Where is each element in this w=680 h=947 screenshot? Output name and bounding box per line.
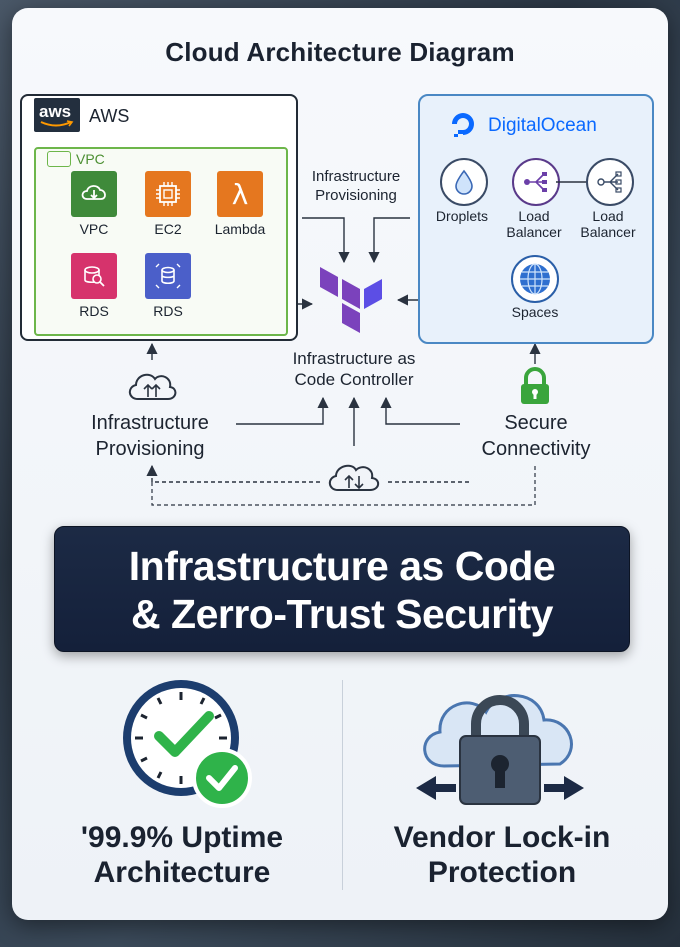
do-service-label-line: Balancer (580, 224, 636, 240)
headline-banner: Infrastructure as Code & Zerro-Trust Sec… (54, 526, 630, 652)
aws-service-label: RDS (79, 303, 109, 319)
uptime-line1: '99.9% Uptime (80, 821, 284, 854)
aws-service-label: Lambda (214, 221, 266, 237)
aws-logo-badge: aws (34, 98, 80, 132)
controller-label-line2: Code Controller (294, 370, 414, 389)
cloud-upload-icon (128, 373, 177, 400)
cloud-sync-icon (328, 464, 380, 491)
clock-check-icon (123, 680, 252, 808)
aws-service-label: EC2 (154, 221, 182, 237)
lockin-line2: Protection (427, 856, 577, 889)
secure-label-line2: Connectivity (481, 438, 591, 460)
provisioning-left-label-line2: Provisioning (95, 438, 205, 460)
lb-link-line (556, 181, 588, 183)
aws-rds-database-icon (145, 253, 191, 299)
arrow-secure-to-controller (380, 396, 460, 425)
arrow-provisioning-to-controller (302, 217, 350, 264)
load-balancer-icon (512, 158, 560, 206)
aws-service-label: VPC (79, 221, 109, 237)
arrow-droplets-to-controller (368, 217, 410, 264)
aws-lambda-service-icon: λ (217, 171, 263, 217)
vpc-cloud-icon (47, 151, 71, 167)
aws-logo-text: aws (39, 102, 72, 121)
aws-smile-icon (40, 120, 74, 127)
aws-vpc-service-icon (71, 171, 117, 217)
section-divider (342, 680, 343, 890)
cloud-lock-icon (416, 694, 584, 805)
vpc-label: VPC (76, 151, 105, 167)
aws-rds-service-icon (71, 253, 117, 299)
do-service-label-line: Load (518, 208, 550, 224)
do-service-label-line: Balancer (506, 224, 562, 240)
globe-icon (511, 255, 559, 303)
controller-label-line1: Infrastructure as (292, 349, 416, 368)
digitalocean-logo-icon (452, 113, 474, 137)
dashed-loop-left (146, 464, 320, 483)
secure-label-line1: Secure (504, 412, 568, 434)
arrow-left-provisioning-to-controller (236, 396, 329, 425)
droplet-icon (440, 158, 488, 206)
load-balancer-icon (586, 158, 634, 206)
aws-service-label: RDS (153, 303, 183, 319)
provisioning-top-label-line2: Provisioning (315, 187, 397, 204)
do-service-label: Spaces (511, 304, 559, 320)
lambda-icon: λ (231, 177, 249, 211)
do-service-label-line: Load (592, 208, 624, 224)
provisioning-left-label-line1: Infrastructure (91, 412, 209, 434)
aws-ec2-service-icon (145, 171, 191, 217)
aws-label: AWS (89, 106, 130, 126)
lockin-line1: Vendor Lock-in (393, 821, 611, 854)
provisioning-top-label-line1: Infrastructure (311, 168, 401, 185)
do-service-label: Droplets (435, 208, 489, 224)
terraform-logo-icon (320, 267, 382, 333)
banner-line2: & Zerro-Trust Security (131, 591, 553, 637)
lock-icon (521, 367, 549, 404)
uptime-line2: Architecture (93, 856, 271, 889)
digitalocean-label: DigitalOcean (488, 115, 597, 136)
banner-line1: Infrastructure as Code (128, 543, 556, 589)
diagram-title: Cloud Architecture Diagram (165, 37, 515, 67)
